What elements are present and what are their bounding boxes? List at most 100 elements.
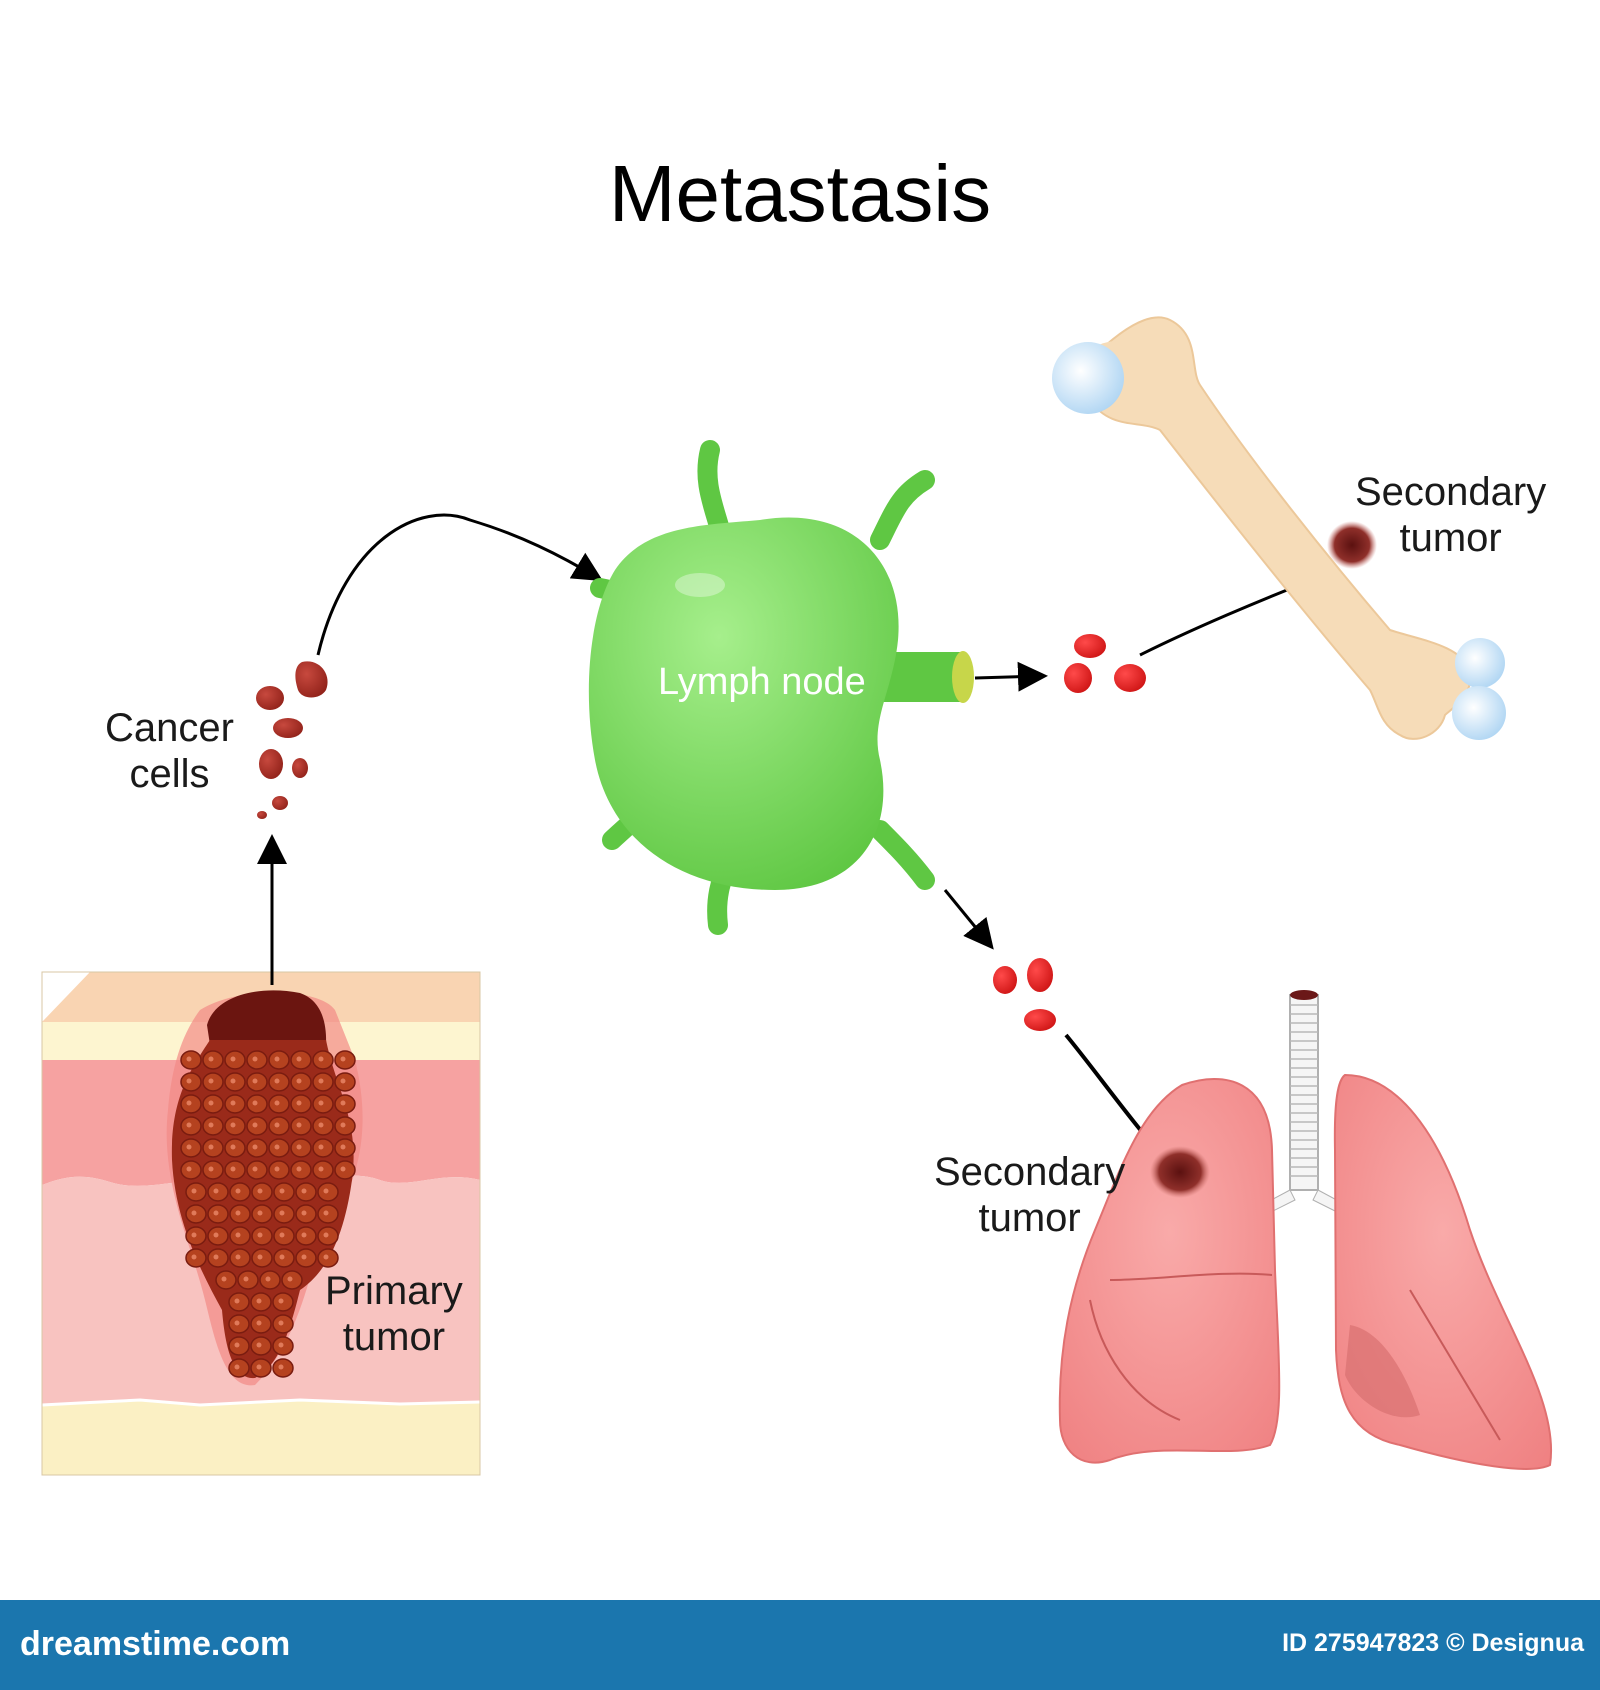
arrow-node-to-cells-right xyxy=(974,661,1048,692)
tumor-cell-nucleus xyxy=(318,1056,324,1062)
cancer-cells-label: Cancer cells xyxy=(105,705,234,797)
cancer-cells-label-line1: Cancer xyxy=(105,706,234,750)
tumor-cell-nucleus xyxy=(191,1232,197,1238)
tumor-cell-nucleus xyxy=(230,1056,236,1062)
tumor-cell-nucleus xyxy=(301,1210,307,1216)
tumor-cell-nucleus xyxy=(296,1078,302,1084)
tumor-cell-nucleus xyxy=(208,1122,214,1128)
tumor-cell-nucleus xyxy=(323,1232,329,1238)
tumor-cell-nucleus xyxy=(318,1078,324,1084)
tumor-cell-nucleus xyxy=(340,1100,346,1106)
tumor-cell-nucleus xyxy=(278,1342,284,1348)
tumor-cell-nucleus xyxy=(274,1166,280,1172)
lung-secondary-label-line1: Secondary xyxy=(934,1150,1126,1194)
tumor-cell-nucleus xyxy=(230,1078,236,1084)
tumor-cell-nucleus xyxy=(186,1166,192,1172)
tumor-cell-nucleus xyxy=(323,1254,329,1260)
tumor-cell-nucleus xyxy=(221,1276,227,1282)
bone-secondary-tumor-label: Secondary tumor xyxy=(1355,469,1546,561)
tumor-cell-nucleus xyxy=(340,1078,346,1084)
bone-secondary-label-line2: tumor xyxy=(1399,516,1502,560)
bone xyxy=(1052,316,1506,740)
tumor-cell-nucleus xyxy=(191,1210,197,1216)
tumor-cell-nucleus xyxy=(230,1122,236,1128)
illustration xyxy=(41,316,1553,1476)
tumor-cell-nucleus xyxy=(213,1210,219,1216)
tumor-cell-nucleus xyxy=(340,1144,346,1150)
footer-brand[interactable]: dreamstime.com xyxy=(20,1625,291,1663)
tumor-cell-nucleus xyxy=(279,1254,285,1260)
tumor-cell-nucleus xyxy=(252,1056,258,1062)
tumor-cell-nucleus xyxy=(235,1210,241,1216)
tumor-cell-nucleus xyxy=(256,1298,262,1304)
tumor-cell-nucleus xyxy=(252,1166,258,1172)
tumor-cell-nucleus xyxy=(186,1144,192,1150)
tumor-cell-nucleus xyxy=(318,1100,324,1106)
arrow-node-to-cells-down xyxy=(943,889,994,950)
tumor-cell-nucleus xyxy=(208,1100,214,1106)
tumor-cell-nucleus xyxy=(208,1078,214,1084)
tumor-cell-nucleus xyxy=(318,1166,324,1172)
lymph-node xyxy=(588,440,974,935)
skin-section xyxy=(41,971,481,1476)
arrow-cells-to-node xyxy=(316,513,604,656)
tumor-cell-nucleus xyxy=(243,1276,249,1282)
tumor-cell-nucleus xyxy=(256,1364,262,1370)
tumor-cell-nucleus xyxy=(252,1144,258,1150)
tumor-cell-nucleus xyxy=(296,1144,302,1150)
tumor-cell-nucleus xyxy=(235,1254,241,1260)
diagram-title: Metastasis xyxy=(608,149,992,238)
lungs xyxy=(1058,990,1553,1470)
tumor-cell-nucleus xyxy=(230,1100,236,1106)
tumor-cell-nucleus xyxy=(256,1342,262,1348)
tumor-cell-nucleus xyxy=(235,1232,241,1238)
tumor-cell-nucleus xyxy=(296,1166,302,1172)
tumor-cell-nucleus xyxy=(257,1254,263,1260)
tumor-cell-nucleus xyxy=(213,1188,219,1194)
tumor-cell-nucleus xyxy=(301,1254,307,1260)
tumor-cell-nucleus xyxy=(186,1100,192,1106)
lymph-node-label: Lymph node xyxy=(658,661,866,703)
tumor-cell-nucleus xyxy=(252,1122,258,1128)
tumor-cell-nucleus xyxy=(279,1210,285,1216)
tumor-cell-nucleus xyxy=(296,1122,302,1128)
tumor-cell-nucleus xyxy=(340,1056,346,1062)
tumor-cell-nucleus xyxy=(274,1122,280,1128)
tumor-cell-nucleus xyxy=(186,1122,192,1128)
tumor-cell-nucleus xyxy=(274,1056,280,1062)
tumor-cell-nucleus xyxy=(208,1144,214,1150)
tumor-cell-nucleus xyxy=(340,1122,346,1128)
tumor-cells xyxy=(180,1050,356,1378)
tumor-cell-nucleus xyxy=(340,1166,346,1172)
tumor-cell-nucleus xyxy=(318,1144,324,1150)
tumor-cell-nucleus xyxy=(234,1364,240,1370)
primary-tumor-label-line2: tumor xyxy=(342,1315,446,1359)
tumor-cell-nucleus xyxy=(278,1320,284,1326)
footer-image-id: ID 275947823 © Designua xyxy=(1282,1629,1584,1657)
tumor-cell-nucleus xyxy=(230,1166,236,1172)
cancer-cells-label-line2: cells xyxy=(129,752,210,796)
bone-secondary-label-line1: Secondary xyxy=(1355,470,1547,514)
tumor-cell-nucleus xyxy=(256,1320,262,1326)
footer-bar: dreamstime.com ID 275947823 © Designua xyxy=(0,1600,1600,1690)
tumor-cell-nucleus xyxy=(234,1320,240,1326)
tumor-cell-nucleus xyxy=(279,1232,285,1238)
tumor-cell-nucleus xyxy=(208,1166,214,1172)
tumor-cell-nucleus xyxy=(287,1276,293,1282)
tumor-cell-nucleus xyxy=(323,1210,329,1216)
tumor-cell-nucleus xyxy=(186,1056,192,1062)
tumor-cell-nucleus xyxy=(301,1232,307,1238)
tumor-cell-nucleus xyxy=(257,1188,263,1194)
tumor-cell-nucleus xyxy=(191,1254,197,1260)
circulating-cells-down xyxy=(993,958,1056,1031)
tumor-cell-nucleus xyxy=(257,1210,263,1216)
tumor-cell-nucleus xyxy=(265,1276,271,1282)
tumor-cell-nucleus xyxy=(323,1188,329,1194)
tumor-cell-nucleus xyxy=(230,1144,236,1150)
lung-secondary-label-line2: tumor xyxy=(978,1196,1081,1240)
tumor-cell-nucleus xyxy=(252,1100,258,1106)
tumor-cell-nucleus xyxy=(257,1232,263,1238)
tumor-cell-nucleus xyxy=(274,1100,280,1106)
cancer-cells-cluster xyxy=(256,661,328,819)
